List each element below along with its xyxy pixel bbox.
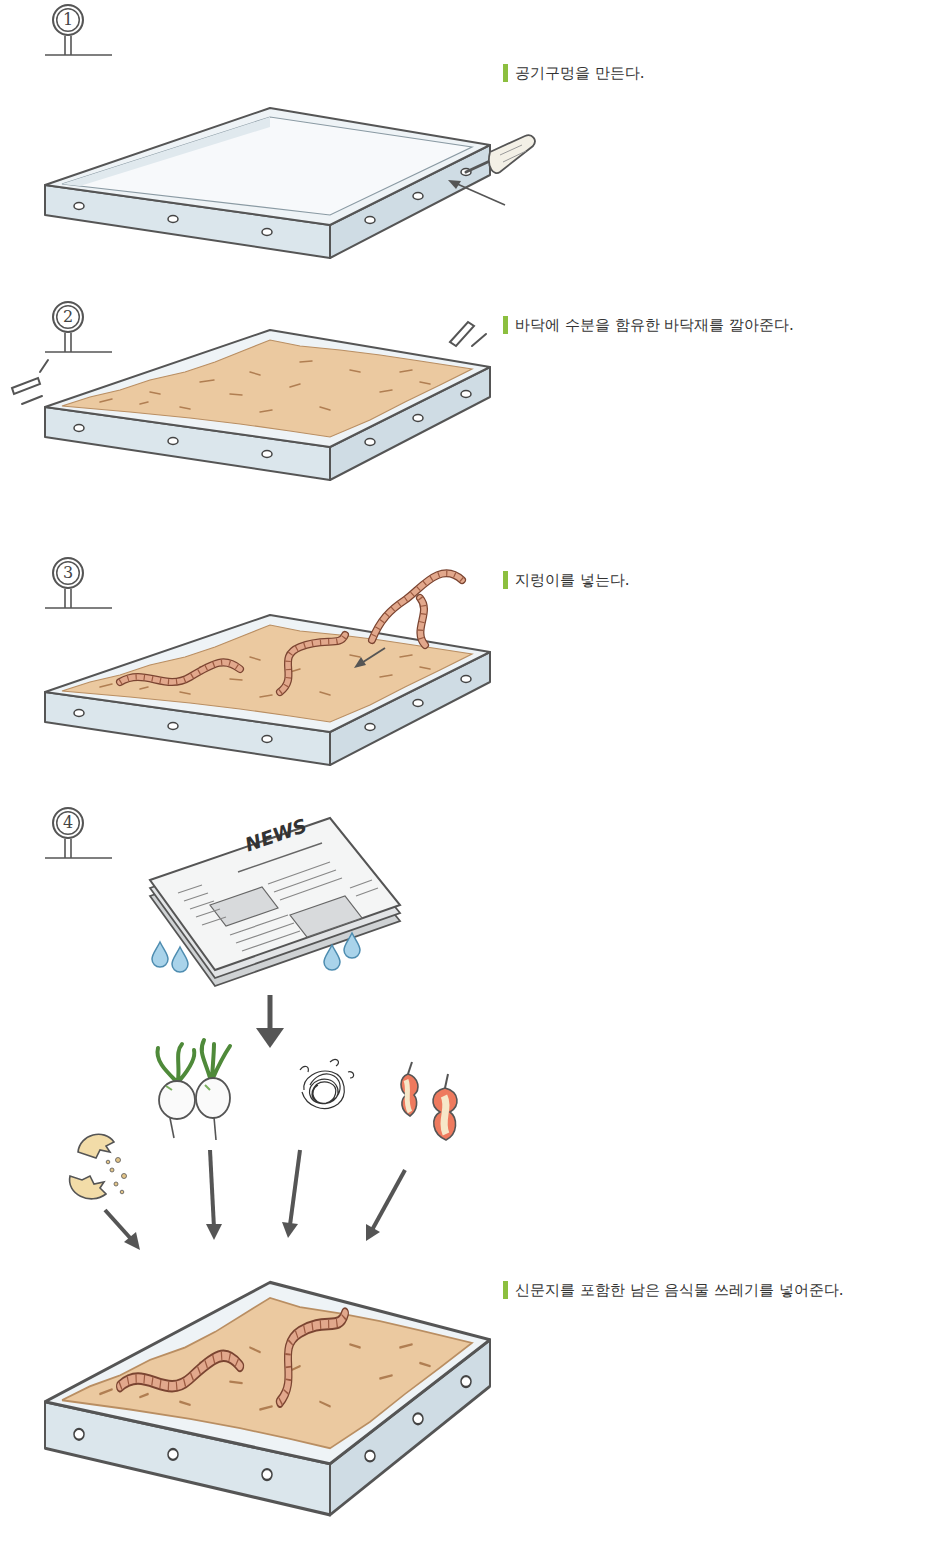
turnips (157, 1040, 230, 1140)
step-caption: 지렁이를 넣는다. (515, 570, 630, 590)
caption-marker (503, 64, 508, 1299)
step-number: 4 (63, 815, 73, 831)
step-caption: 신문지를 포함한 남은 음식물 쓰레기를 넣어준다. (515, 1280, 844, 1300)
step-caption: 공기구멍을 만든다. (515, 63, 645, 83)
worms (120, 1313, 345, 1401)
screwdriver (448, 135, 535, 205)
tray (45, 108, 490, 258)
apple-cores (401, 1062, 457, 1140)
step-number: 3 (63, 565, 73, 581)
sign-post (45, 36, 112, 858)
eggshells (70, 1134, 127, 1199)
step-number-circle: 1 (52, 4, 84, 36)
step-number-circle: 2 (52, 301, 84, 333)
motion-marks (12, 322, 486, 404)
tray-with-bedding (45, 330, 490, 480)
worms (120, 635, 345, 692)
water-drops (152, 933, 360, 972)
step-number-circle: 4 (52, 807, 84, 839)
food-arrows (105, 1150, 405, 1250)
step-caption: 바닥에 수분을 함유한 바닥재를 깔아준다. (515, 315, 794, 335)
falling-worms (354, 573, 462, 668)
tangled-scraps (300, 1059, 354, 1108)
step-number: 2 (63, 309, 73, 325)
down-arrow (256, 995, 284, 1048)
tray-with-bedding (45, 1282, 490, 1515)
step-number: 1 (63, 12, 73, 28)
step-number-circle: 3 (52, 557, 84, 589)
